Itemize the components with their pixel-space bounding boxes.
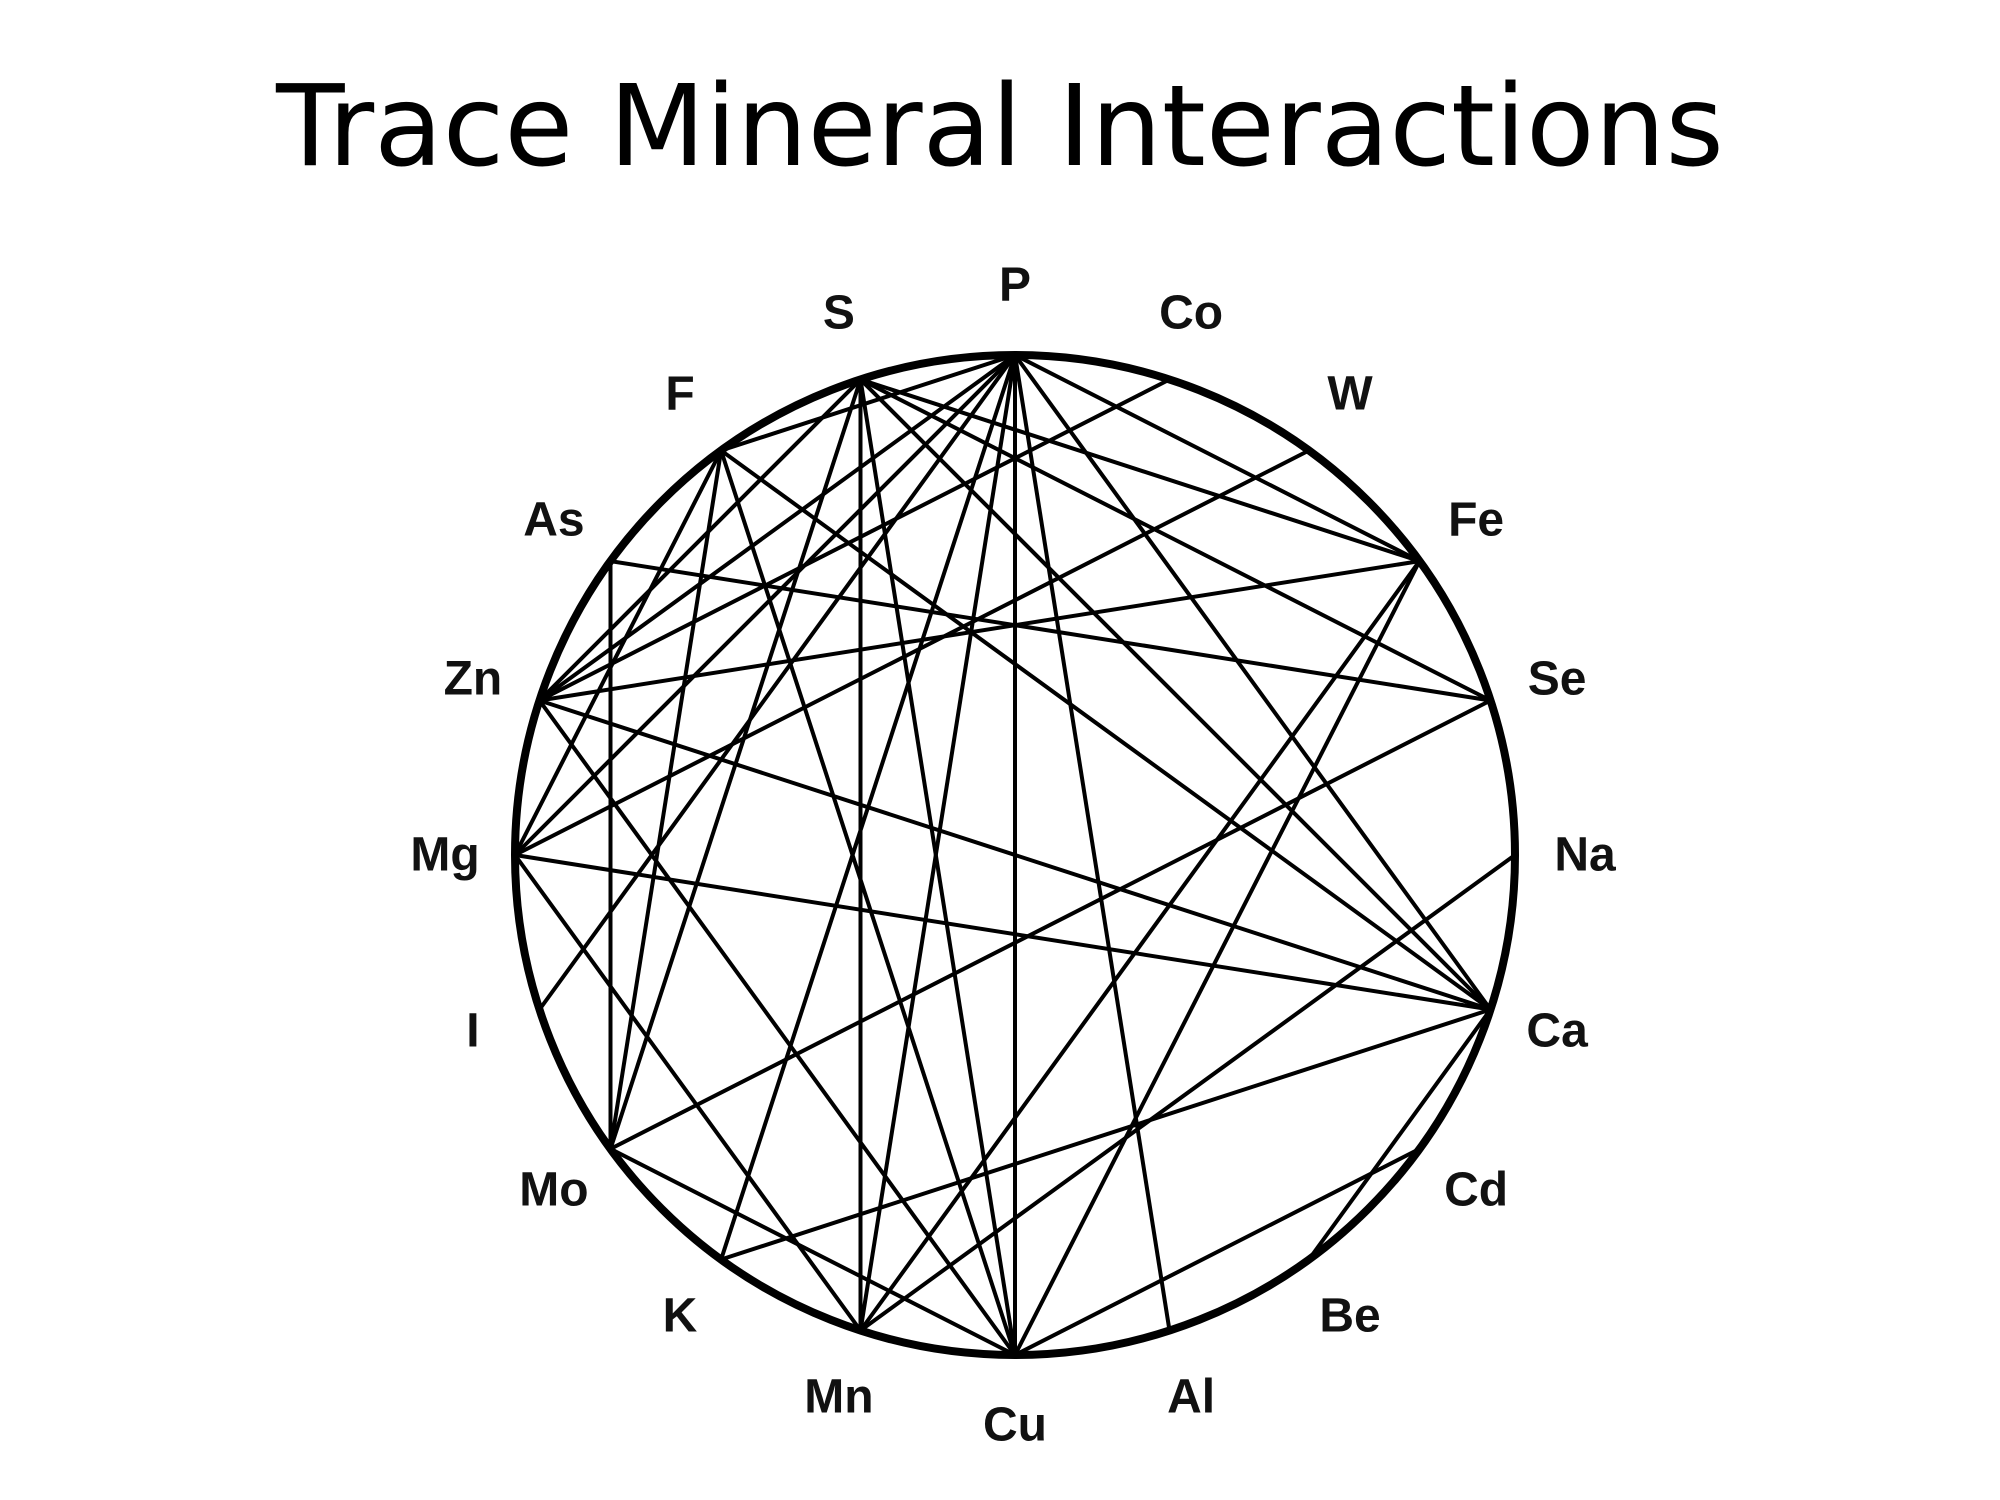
wheel-circle: [511, 351, 1519, 1359]
interaction-line-mg-w: [514, 448, 1310, 857]
interaction-line-s-cu: [858, 379, 1017, 1356]
mineral-label-mn: Mn: [804, 1371, 873, 1424]
interaction-line-fe-mn: [858, 559, 1422, 1332]
interaction-line-p-zn: [538, 353, 1017, 703]
interaction-line-fe-cu: [1013, 560, 1422, 1356]
interaction-line-cd-cu: [1014, 1147, 1421, 1357]
mineral-label-ca: Ca: [1526, 1005, 1588, 1058]
interaction-line-f-cu: [719, 449, 1017, 1356]
interaction-lines: [513, 353, 1517, 1357]
interaction-line-na-mn: [859, 853, 1517, 1333]
interaction-line-mg-ca: [514, 853, 1491, 1012]
interaction-line-s-se: [859, 377, 1492, 703]
interaction-line-s-zn: [538, 378, 862, 702]
interaction-line-s-fe: [859, 377, 1421, 564]
interaction-line-mo-se: [609, 698, 1492, 1151]
interaction-line-zn-co: [538, 377, 1171, 703]
mineral-label-p: P: [999, 259, 1031, 312]
mineral-label-w: W: [1327, 367, 1373, 420]
mineral-label-mo: Mo: [519, 1164, 588, 1217]
mineral-label-na: Na: [1554, 829, 1616, 882]
interaction-line-ca-k: [720, 1007, 1492, 1262]
interaction-line-as-se: [610, 559, 1491, 703]
interaction-line-p-fe: [1014, 353, 1421, 563]
interaction-line-f-mo: [608, 450, 724, 1150]
mineral-label-al: Al: [1167, 1371, 1215, 1424]
mineral-label-s: S: [823, 286, 855, 339]
mineral-label-f: F: [665, 367, 694, 420]
mineral-label-as: As: [523, 494, 584, 547]
interaction-line-p-f: [720, 353, 1016, 453]
mineral-label-cd: Cd: [1444, 1164, 1508, 1217]
mineral-label-se: Se: [1528, 652, 1587, 705]
mineral-label-i: I: [466, 1005, 479, 1058]
interaction-line-p-mg: [513, 353, 1017, 857]
interaction-line-zn-ca: [538, 698, 1492, 1012]
interaction-line-zn-fe: [539, 559, 1420, 703]
mineral-label-mg: Mg: [410, 829, 479, 882]
mineral-label-k: K: [663, 1290, 698, 1343]
mineral-label-fe: Fe: [1448, 494, 1504, 547]
mineral-label-co: Co: [1159, 286, 1223, 339]
interaction-line-zn-cu: [537, 699, 1017, 1357]
interaction-line-p-ca: [1013, 353, 1493, 1011]
interaction-line-mg-mn: [513, 853, 863, 1332]
slide-title: Trace Mineral Interactions: [276, 62, 1724, 192]
interaction-line-ca-be: [1307, 1008, 1493, 1261]
mineral-label-cu: Cu: [983, 1399, 1047, 1452]
mineral-label-be: Be: [1319, 1290, 1380, 1343]
mineral-label-zn: Zn: [444, 652, 503, 705]
interaction-line-mo-cu: [609, 1147, 1016, 1357]
interaction-line-p-i: [537, 353, 1017, 1011]
interaction-line-p-al: [1013, 354, 1172, 1331]
interaction-line-f-mg: [513, 449, 723, 856]
interaction-line-p-mn: [858, 354, 1017, 1331]
interaction-line-s-ca: [859, 378, 1492, 1011]
